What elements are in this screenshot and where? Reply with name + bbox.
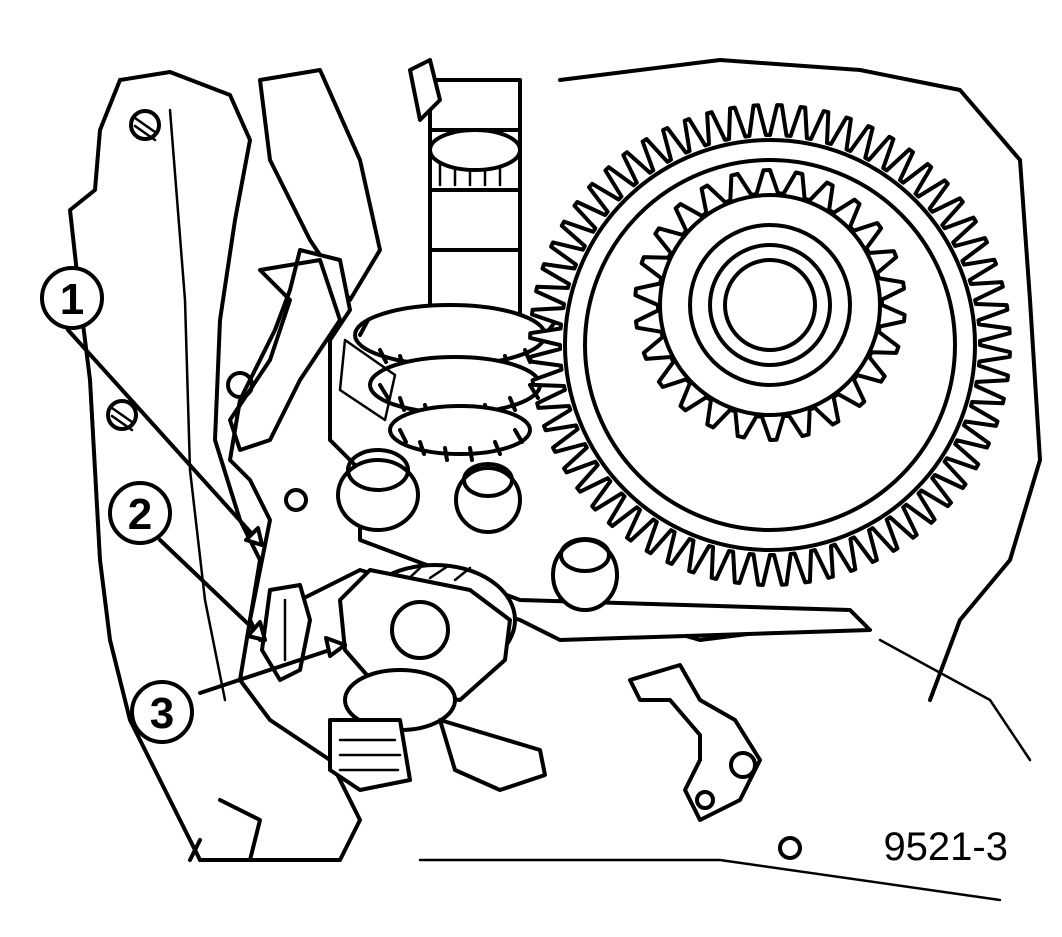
arrowhead-1	[244, 526, 264, 547]
callout-1: 1	[40, 266, 104, 330]
callout-label-1: 1	[60, 275, 84, 324]
countershaft-gears	[353, 303, 557, 462]
callout-label-3: 3	[150, 689, 174, 738]
figure-id-label: 9521-3	[883, 825, 1008, 869]
leader-line-3	[198, 643, 347, 695]
callout-circle-1	[40, 266, 104, 330]
leader-line-2	[158, 538, 267, 642]
callout-2: 2	[108, 481, 172, 545]
arrowhead-2	[246, 620, 267, 642]
callout-circle-3	[130, 680, 194, 744]
leader-line-1	[66, 328, 264, 547]
arrowhead-3	[324, 636, 347, 658]
callout-3: 3	[130, 680, 194, 744]
lower-switch-assembly	[328, 668, 547, 792]
inner-helical-gear	[633, 168, 907, 442]
callout-leaders	[66, 328, 347, 695]
shift-fork-detent	[628, 663, 762, 822]
transmission-housing	[68, 58, 1042, 902]
callout-label-2: 2	[128, 490, 152, 539]
input-shaft	[258, 58, 522, 322]
callout-circle-2	[108, 481, 172, 545]
shift-rail-pins	[336, 448, 619, 612]
selector-lever	[260, 563, 517, 702]
